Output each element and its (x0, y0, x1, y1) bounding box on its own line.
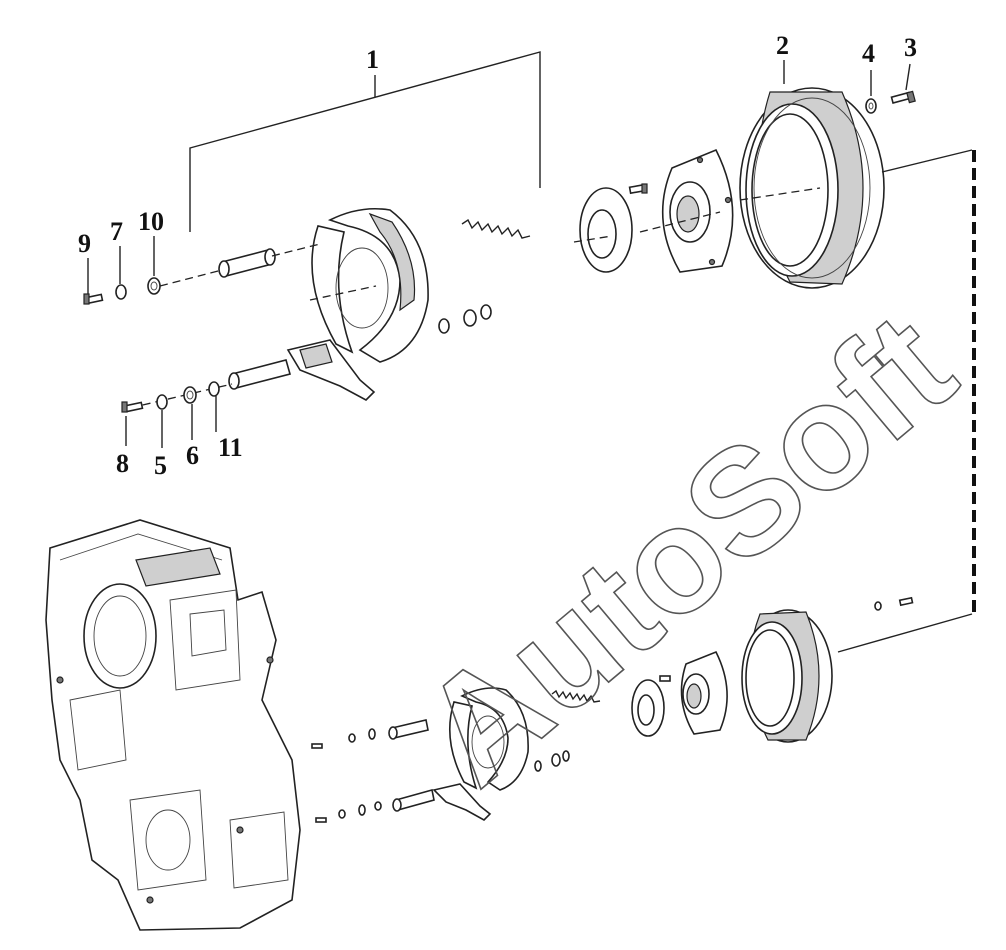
washer-4 (865, 98, 877, 114)
callout-7: 7 (110, 217, 123, 246)
lower-hub-flange (659, 650, 728, 735)
callout-1-bracket (189, 51, 541, 232)
transmission-housing (45, 519, 301, 931)
cam-pin (129, 359, 291, 409)
callout-3: 3 (904, 33, 917, 62)
lower-anchor-pin (311, 719, 429, 749)
hub-flange (639, 148, 734, 273)
lower-brake-drum (741, 609, 833, 743)
callout-1: 1 (366, 45, 379, 74)
bolt-3 (890, 90, 916, 104)
backing-washer (573, 187, 633, 273)
bolt-8 (121, 401, 144, 413)
watermark: AutoSoft (391, 281, 984, 817)
return-spring (461, 218, 531, 239)
callout-2: 2 (776, 31, 789, 60)
lower-bolt-washer (874, 596, 914, 611)
washer-6 (183, 386, 197, 404)
callout-11: 11 (218, 433, 243, 462)
lower-return-spring (551, 689, 601, 703)
callout-9: 9 (78, 229, 91, 258)
callout-6: 6 (186, 441, 199, 470)
brake-shoes (309, 207, 429, 363)
callout-10: 10 (138, 207, 164, 236)
shoe-washers (438, 304, 492, 334)
hub-bolt (628, 183, 648, 195)
brake-lever (286, 339, 376, 401)
callout-leaders (87, 60, 911, 448)
lower-brake-shoes (449, 687, 529, 791)
brake-drum (739, 87, 885, 289)
callout-8: 8 (116, 449, 129, 478)
ring-10 (147, 277, 161, 295)
lower-lever-and-pin (315, 783, 492, 823)
washer-7 (115, 284, 127, 300)
anchor-pin (159, 243, 321, 287)
bolt-9 (83, 293, 104, 305)
lower-backing-washer (631, 679, 665, 737)
callout-5: 5 (154, 451, 167, 480)
ring-11 (208, 381, 220, 397)
lower-shoe-washers (534, 750, 570, 772)
assembly-connector (837, 149, 976, 653)
callout-4: 4 (862, 39, 875, 68)
washer-5 (156, 394, 168, 410)
